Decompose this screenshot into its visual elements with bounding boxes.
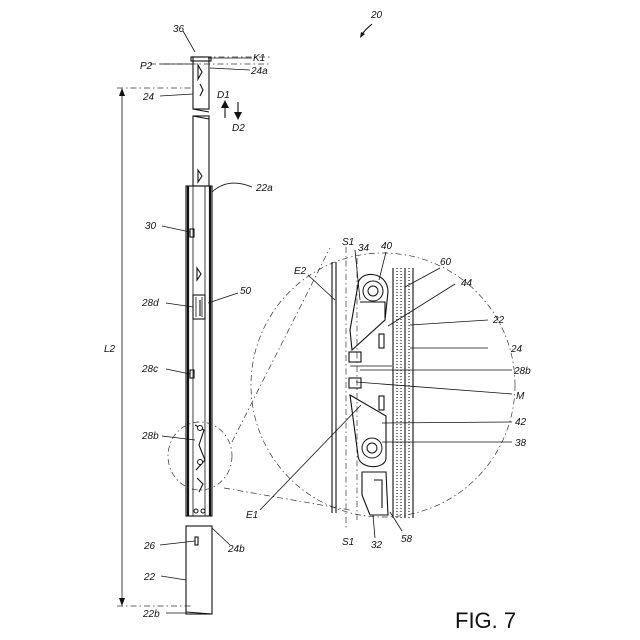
label-30: 30 xyxy=(145,221,157,232)
label-26: 26 xyxy=(143,541,156,552)
rail-assembly xyxy=(186,57,212,614)
detail-view xyxy=(332,247,413,528)
label-40: 40 xyxy=(381,241,393,252)
label-42: 42 xyxy=(515,417,527,428)
direction-arrows xyxy=(221,100,242,120)
label-E1: E1 xyxy=(246,510,258,521)
label-58: 58 xyxy=(401,534,413,545)
label-50: 50 xyxy=(240,286,252,297)
label-22-detail: 22 xyxy=(492,315,505,326)
label-28b-detail: 28b xyxy=(513,366,531,377)
label-60: 60 xyxy=(440,257,452,268)
label-24b: 24b xyxy=(227,544,245,555)
label-22b: 22b xyxy=(142,609,160,620)
label-L2: L2 xyxy=(104,344,116,355)
dimension-L2 xyxy=(119,88,125,606)
label-28d: 28d xyxy=(141,298,159,309)
label-24-detail: 24 xyxy=(510,344,523,355)
label-22: 22 xyxy=(143,572,156,583)
label-S1-top: S1 xyxy=(342,237,354,248)
label-44: 44 xyxy=(461,278,473,289)
label-32: 32 xyxy=(371,540,383,551)
label-28b: 28b xyxy=(141,431,159,442)
label-20: 20 xyxy=(370,10,383,21)
label-K1: K1 xyxy=(253,53,265,64)
label-S1-bottom: S1 xyxy=(342,537,354,548)
label-36: 36 xyxy=(173,24,185,35)
label-22a: 22a xyxy=(255,183,273,194)
leader-lines-detail xyxy=(260,250,512,538)
assembly-reference: 20 xyxy=(360,10,383,38)
label-24: 24 xyxy=(142,92,155,103)
label-D2: D2 xyxy=(232,123,245,134)
figure-caption: FIG. 7 xyxy=(455,608,516,633)
label-28c: 28c xyxy=(141,364,158,375)
label-24a: 24a xyxy=(250,66,268,77)
label-38: 38 xyxy=(515,438,527,449)
label-E2: E2 xyxy=(294,266,307,277)
label-M: M xyxy=(516,391,525,402)
label-34: 34 xyxy=(358,243,370,254)
label-P2: P2 xyxy=(140,61,153,72)
label-D1: D1 xyxy=(217,90,230,101)
